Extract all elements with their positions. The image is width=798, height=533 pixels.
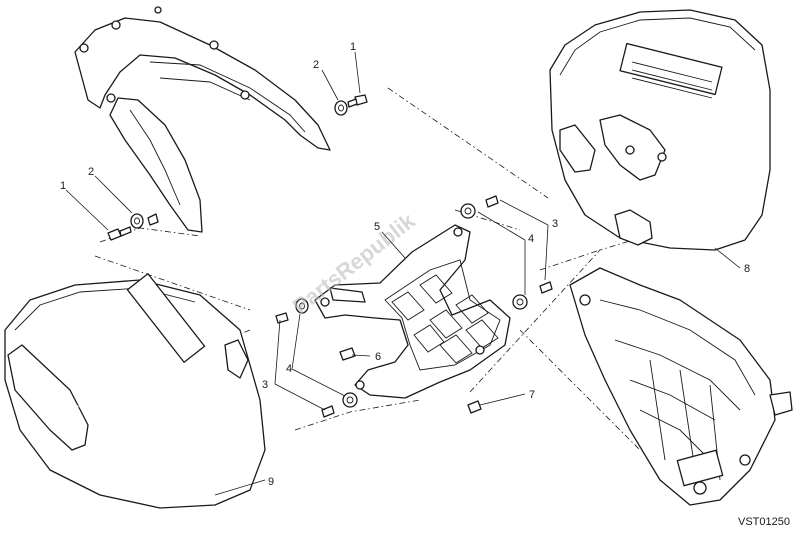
leader-lines (65, 51, 741, 496)
callout-left-bolt: 1 (60, 180, 66, 192)
callout-left-bag: 9 (268, 476, 274, 488)
top-washer (334, 100, 348, 116)
top-bolt (347, 94, 368, 108)
callout-lower-screw: 7 (529, 389, 535, 401)
rear-subframe-assembly (569, 267, 793, 506)
callout-right-bag: 8 (744, 263, 750, 275)
callout-labels: 1 2 1 2 5 3 4 6 4 3 7 8 9 (60, 41, 750, 488)
assembly-dash-lines (94, 87, 641, 451)
callout-center-screw: 6 (375, 351, 381, 363)
drawing-code: VST01250 (738, 516, 790, 528)
left-washer (130, 213, 159, 229)
center-screw (339, 347, 356, 361)
right-lower-spacer (512, 294, 528, 310)
left-bolt (107, 226, 132, 241)
callout-left-screw: 3 (262, 379, 268, 391)
central-bracket (314, 224, 511, 399)
callout-left-washer: 2 (88, 166, 94, 178)
upper-subframe (74, 6, 331, 233)
callout-top-bolt: 1 (350, 41, 356, 53)
left-lower-spacer (321, 392, 358, 418)
callout-bracket: 5 (374, 221, 380, 233)
right-upper-spacer (460, 195, 499, 219)
callout-right-screw: 3 (552, 218, 558, 230)
right-screw (539, 281, 553, 294)
left-side-bag: DUCATI (4, 273, 266, 509)
left-upper-spacer (275, 298, 309, 324)
callout-right-spacer: 4 (528, 233, 534, 245)
callout-left-spacer: 4 (286, 363, 292, 375)
lower-screw (467, 400, 482, 414)
callout-top-washer: 2 (313, 59, 319, 71)
right-side-bag (549, 9, 771, 251)
